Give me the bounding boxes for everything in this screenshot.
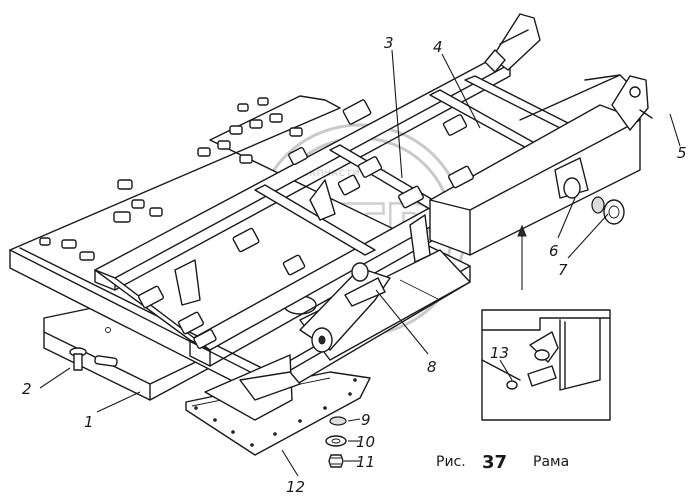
leader-8 (375, 289, 429, 355)
caption-title: Рама (533, 454, 569, 470)
leader-7 (567, 213, 609, 259)
callout-9: 9 (361, 411, 371, 429)
leader-6 (557, 197, 576, 239)
callout-1: 1 (84, 413, 94, 431)
washer-10 (325, 435, 347, 447)
bolt-2 (69, 347, 87, 371)
watermark-text: ЗАПЧАСТИ ДЛЯ (303, 169, 387, 179)
callout-10: 10 (356, 433, 375, 451)
rear-tow-hitch (554, 157, 625, 225)
leader-2 (39, 367, 71, 389)
callout-11: 11 (356, 453, 375, 471)
leader-4 (441, 53, 481, 129)
rear-frame-section (429, 13, 653, 256)
callout-6: 6 (549, 242, 559, 260)
leader-1 (96, 391, 141, 413)
callout-7: 7 (558, 261, 568, 279)
washer-10-hole (331, 438, 341, 444)
leader-12 (281, 449, 299, 477)
fastener-stack (325, 416, 347, 468)
figure-caption: Рис. 37 Рама (436, 452, 569, 473)
bolt-11 (328, 454, 344, 468)
callout-8: 8 (427, 358, 437, 376)
leader-9 (347, 418, 361, 422)
detail-inset (481, 224, 611, 421)
callout-4: 4 (433, 38, 443, 56)
leader-3 (391, 49, 403, 179)
leader-13 (499, 359, 513, 381)
leader-lines (39, 49, 681, 477)
callout-5: 5 (677, 144, 687, 162)
callout-13: 13 (490, 344, 509, 362)
front-tow-hook (299, 262, 391, 353)
caption-number: 37 (482, 452, 507, 473)
callout-2: 2 (22, 380, 32, 398)
leader-5 (669, 113, 681, 147)
callout-labels: 1 2 3 4 5 6 7 8 9 10 11 12 13 (22, 34, 687, 496)
rail-brackets (138, 99, 474, 349)
callout-12: 12 (286, 478, 305, 496)
washer-9 (329, 416, 347, 426)
caption-prefix: Рис. (436, 454, 466, 470)
callout-3: 3 (384, 34, 394, 52)
